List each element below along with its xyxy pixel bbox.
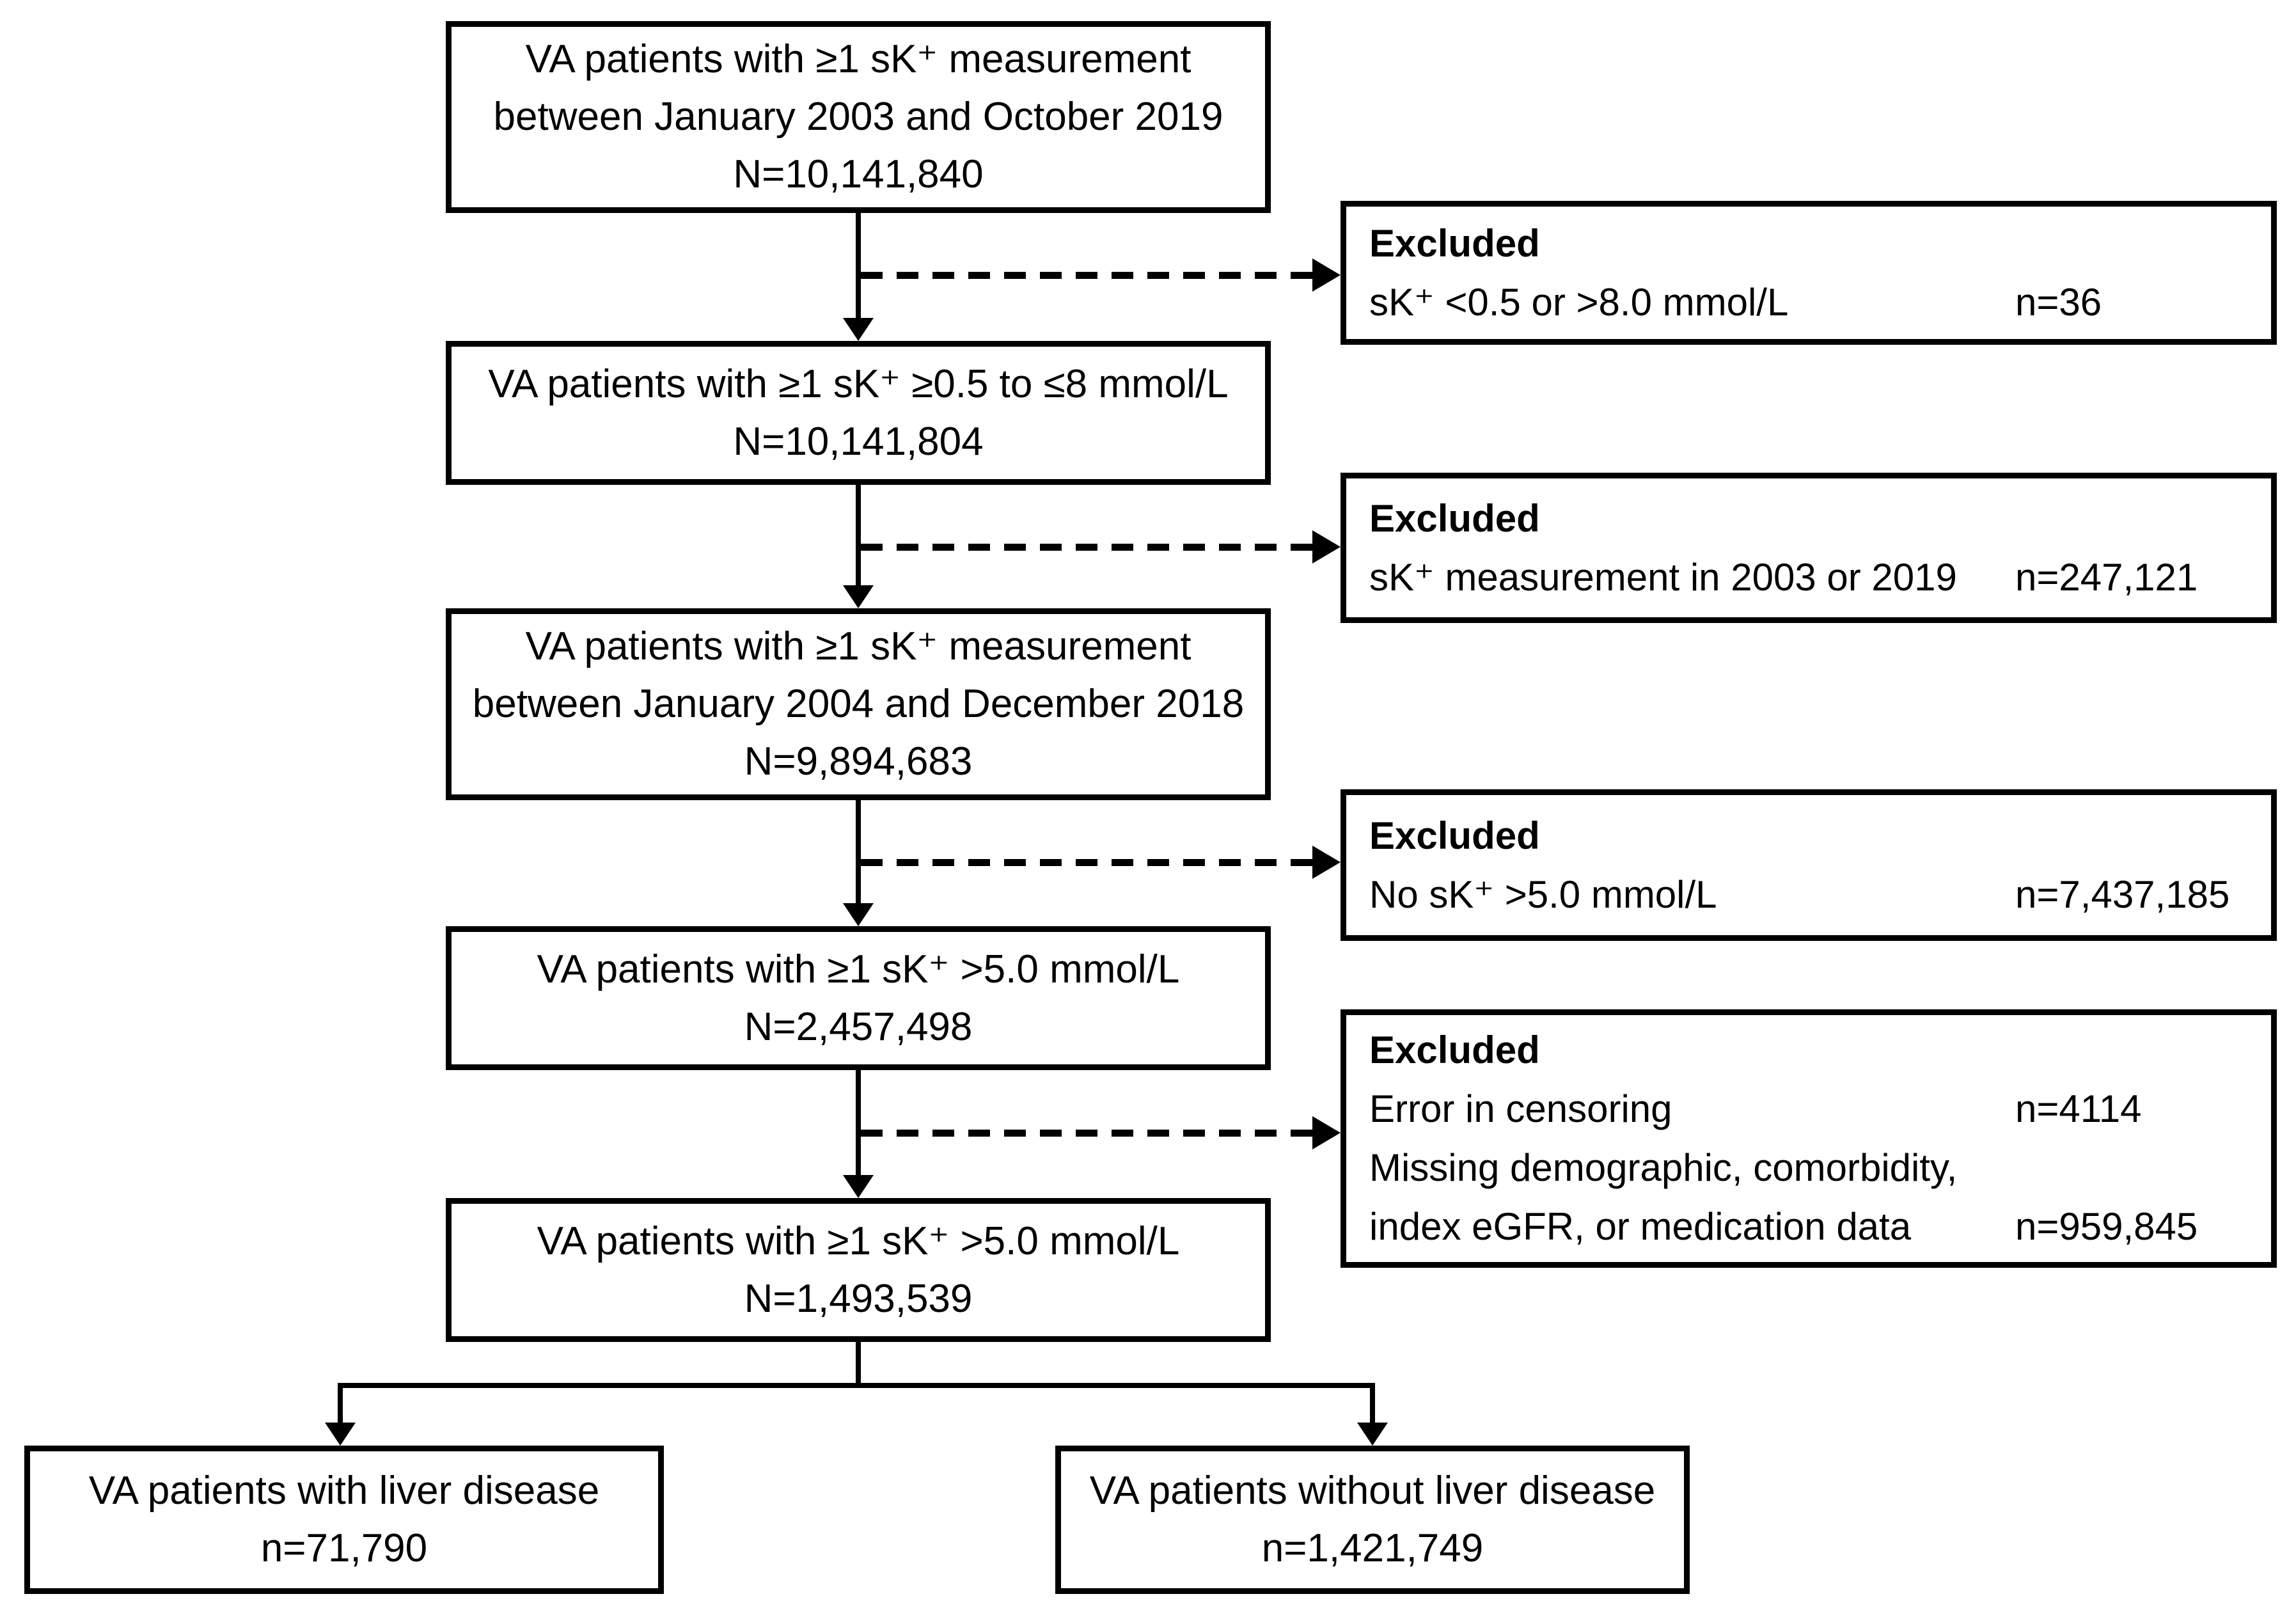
connector-line [338, 1388, 343, 1423]
connector-line [856, 1342, 861, 1388]
box-text-line: VA patients with liver disease [88, 1469, 600, 1513]
excluded-row: sK⁺ measurement in 2003 or 2019 n=247,12… [1369, 548, 2252, 607]
excluded-count: n=4114 [2015, 1087, 2142, 1130]
arrow-down-icon [843, 1175, 874, 1198]
box-count: N=2,457,498 [744, 1004, 973, 1049]
excluded-label: index eGFR, or medication data [1369, 1205, 1912, 1248]
box-text-line: VA patients without liver disease [1089, 1469, 1656, 1513]
box-text-line: between January 2004 and December 2018 [472, 682, 1245, 726]
arrow-down-icon [843, 585, 874, 608]
flow-box-2: VA patients with ≥1 sK⁺ ≥0.5 to ≤8 mmol/… [446, 341, 1271, 485]
excluded-label: sK⁺ measurement in 2003 or 2019 [1369, 555, 1957, 599]
excluded-box-1: Excluded sK⁺ <0.5 or >8.0 mmol/L n=36 [1341, 201, 2277, 345]
connector-line [856, 800, 861, 903]
arrow-right-icon [1312, 530, 1341, 564]
box-text-line: VA patients with ≥1 sK⁺ >5.0 mmol/L [537, 947, 1180, 991]
flow-box-1: VA patients with ≥1 sK⁺ measurement betw… [446, 21, 1271, 213]
arrow-right-icon [1312, 258, 1341, 292]
box-text-line: VA patients with ≥1 sK⁺ ≥0.5 to ≤8 mmol/… [488, 361, 1229, 406]
excluded-label: No sK⁺ >5.0 mmol/L [1369, 872, 1717, 916]
outcome-box-no-liver-disease: VA patients without liver disease n=1,42… [1055, 1446, 1690, 1594]
excluded-title: Excluded [1369, 496, 1540, 540]
arrow-down-icon [325, 1423, 356, 1446]
arrow-down-icon [1357, 1423, 1388, 1446]
dashed-connector-line [861, 544, 1312, 551]
flow-box-5: VA patients with ≥1 sK⁺ >5.0 mmol/L N=1,… [446, 1198, 1271, 1342]
box-text-line: between January 2003 and October 2019 [493, 95, 1223, 139]
excluded-row: Error in censoring n=4114 [1369, 1080, 2252, 1139]
arrow-right-icon [1312, 846, 1341, 879]
box-count: n=71,790 [260, 1526, 428, 1570]
excluded-count: n=7,437,185 [2015, 872, 2230, 916]
excluded-row: sK⁺ <0.5 or >8.0 mmol/L n=36 [1369, 273, 2252, 332]
dashed-connector-line [861, 1130, 1312, 1137]
excluded-title: Excluded [1369, 814, 1540, 857]
dashed-connector-line [861, 272, 1312, 279]
arrow-down-icon [843, 903, 874, 926]
connector-line [856, 485, 861, 585]
outcome-box-liver-disease: VA patients with liver disease n=71,790 [24, 1446, 664, 1594]
excluded-count: n=36 [2015, 280, 2102, 324]
split-bar-line [338, 1383, 1375, 1388]
box-count: n=1,421,749 [1261, 1526, 1484, 1570]
excluded-label: Error in censoring [1369, 1087, 1672, 1130]
excluded-count: n=247,121 [2015, 555, 2198, 599]
flow-box-3: VA patients with ≥1 sK⁺ measurement betw… [446, 608, 1271, 800]
excluded-row: Missing demographic, comorbidity, [1369, 1139, 2252, 1197]
excluded-box-3: Excluded No sK⁺ >5.0 mmol/L n=7,437,185 [1341, 789, 2277, 941]
box-count: N=10,141,840 [733, 152, 984, 196]
box-text-line: VA patients with ≥1 sK⁺ measurement [525, 37, 1191, 81]
box-text-line: VA patients with ≥1 sK⁺ measurement [525, 624, 1191, 668]
excluded-label: sK⁺ <0.5 or >8.0 mmol/L [1369, 280, 1789, 324]
excluded-label: Missing demographic, comorbidity, [1369, 1146, 1958, 1189]
connector-line [1370, 1388, 1375, 1423]
excluded-box-4: Excluded Error in censoring n=4114 Missi… [1341, 1009, 2277, 1268]
excluded-title: Excluded [1369, 221, 1540, 265]
excluded-box-2: Excluded sK⁺ measurement in 2003 or 2019… [1341, 473, 2277, 623]
box-count: N=10,141,804 [733, 419, 984, 464]
excluded-row: No sK⁺ >5.0 mmol/L n=7,437,185 [1369, 865, 2252, 924]
box-text-line: VA patients with ≥1 sK⁺ >5.0 mmol/L [537, 1219, 1180, 1263]
excluded-row: index eGFR, or medication data n=959,845 [1369, 1197, 2252, 1256]
flow-box-4: VA patients with ≥1 sK⁺ >5.0 mmol/L N=2,… [446, 926, 1271, 1070]
box-count: N=1,493,539 [744, 1276, 973, 1321]
box-count: N=9,894,683 [744, 739, 973, 784]
connector-line [856, 1070, 861, 1175]
dashed-connector-line [861, 859, 1312, 866]
connector-line [856, 213, 861, 318]
excluded-title: Excluded [1369, 1029, 1540, 1071]
excluded-count: n=959,845 [2015, 1205, 2198, 1248]
arrow-down-icon [843, 318, 874, 341]
arrow-right-icon [1312, 1116, 1341, 1149]
